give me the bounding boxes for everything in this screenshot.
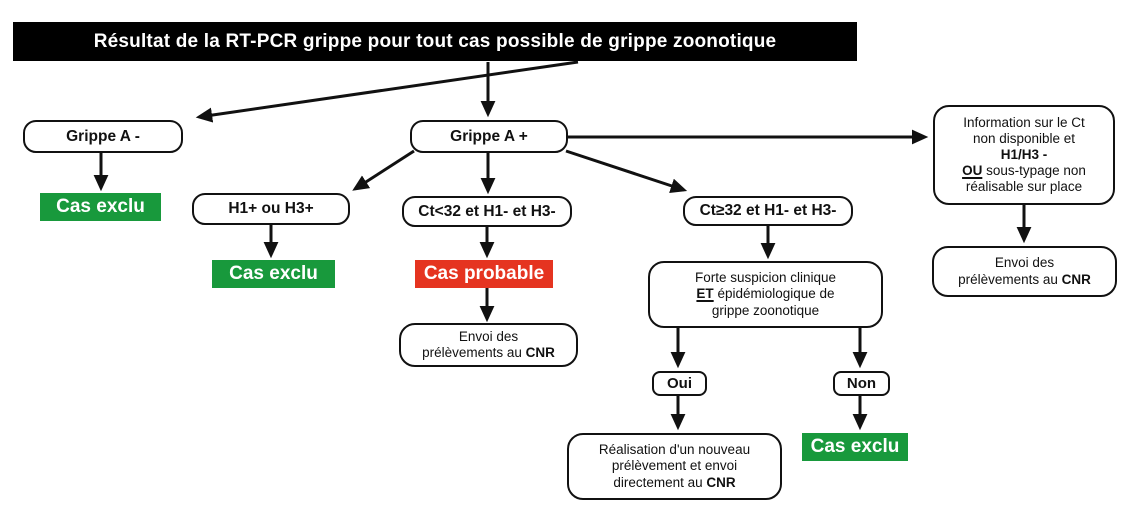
- envoi-right-line2: prélèvements au: [958, 271, 1058, 287]
- node-cas-probable: Cas probable: [415, 260, 553, 288]
- realisation-cnr: CNR: [706, 474, 736, 490]
- node-ct-inferieur-32-label: Ct<32 et H1- et H3-: [418, 202, 556, 220]
- envoi-right-line1: Envoi des: [994, 255, 1055, 271]
- node-h1-ou-h3: H1+ ou H3+: [192, 193, 350, 225]
- node-cas-exclu-h1h3-label: Cas exclu: [229, 263, 318, 284]
- diagram-title-text: Résultat de la RT-PCR grippe pour tout c…: [93, 30, 777, 52]
- realisation-line3: directement au: [613, 474, 703, 490]
- forte-et: ET: [696, 286, 714, 302]
- node-grippe-a-negative: Grippe A -: [23, 120, 183, 153]
- node-cas-exclu-non: Cas exclu: [802, 433, 908, 461]
- info-ct-line4: sous-typage non: [986, 163, 1086, 179]
- node-information-ct: Information sur le Ct non disponible et …: [933, 105, 1115, 205]
- envoi-mid-line2: prélèvements au: [422, 345, 522, 360]
- node-cas-exclu-left: Cas exclu: [40, 193, 161, 221]
- envoi-mid-line1: Envoi des: [458, 328, 519, 344]
- node-grippe-a-positive: Grippe A +: [410, 120, 568, 153]
- info-ct-h1h3: H1/H3 -: [1000, 146, 1048, 162]
- node-cas-probable-label: Cas probable: [423, 263, 545, 284]
- forte-line2: épidémiologique de: [717, 286, 835, 302]
- node-ct-inferieur-32: Ct<32 et H1- et H3-: [402, 196, 572, 227]
- node-envoi-cnr-right: Envoi des prélèvements au CNR: [932, 246, 1117, 297]
- node-forte-suspicion-text: Forte suspicion clinique ET épidémiologi…: [695, 270, 836, 319]
- node-cas-exclu-h1h3: Cas exclu: [212, 260, 335, 288]
- node-forte-suspicion: Forte suspicion clinique ET épidémiologi…: [648, 261, 883, 328]
- realisation-line1: Réalisation d'un nouveau: [598, 442, 751, 458]
- node-ct-superieur-egal-32-label: Ct≥32 et H1- et H3-: [699, 202, 837, 219]
- node-information-ct-text: Information sur le Ct non disponible et …: [962, 115, 1086, 196]
- info-ct-ou: OU: [962, 163, 983, 179]
- node-cas-exclu-left-label: Cas exclu: [56, 196, 145, 217]
- envoi-right-cnr: CNR: [1061, 271, 1091, 287]
- node-non: Non: [833, 371, 890, 396]
- info-ct-line5: réalisable sur place: [965, 179, 1083, 195]
- node-envoi-cnr-right-text: Envoi des prélèvements au CNR: [958, 255, 1091, 287]
- diagram-title: Résultat de la RT-PCR grippe pour tout c…: [13, 22, 857, 61]
- node-non-label: Non: [846, 375, 877, 392]
- node-oui: Oui: [652, 371, 707, 396]
- node-ct-superieur-egal-32: Ct≥32 et H1- et H3-: [683, 196, 853, 226]
- forte-line3: grippe zoonotique: [711, 302, 820, 318]
- info-ct-line2: non disponible et: [972, 130, 1076, 146]
- node-grippe-a-negative-label: Grippe A -: [66, 127, 140, 145]
- node-h1-ou-h3-label: H1+ ou H3+: [228, 200, 314, 217]
- realisation-line2: prélèvement et envoi: [611, 458, 738, 474]
- node-oui-label: Oui: [667, 375, 692, 392]
- envoi-mid-cnr: CNR: [525, 345, 555, 360]
- node-envoi-cnr-mid-text: Envoi des prélèvements au CNR: [422, 329, 555, 361]
- node-realisation-prelevement-text: Réalisation d'un nouveau prélèvement et …: [599, 442, 750, 491]
- node-cas-exclu-non-label: Cas exclu: [810, 436, 900, 457]
- info-ct-line1: Information sur le Ct: [963, 114, 1085, 130]
- node-realisation-prelevement: Réalisation d'un nouveau prélèvement et …: [567, 433, 782, 500]
- node-grippe-a-positive-label: Grippe A +: [450, 127, 528, 145]
- node-envoi-cnr-mid: Envoi des prélèvements au CNR: [399, 323, 578, 367]
- forte-line1: Forte suspicion clinique: [694, 270, 837, 286]
